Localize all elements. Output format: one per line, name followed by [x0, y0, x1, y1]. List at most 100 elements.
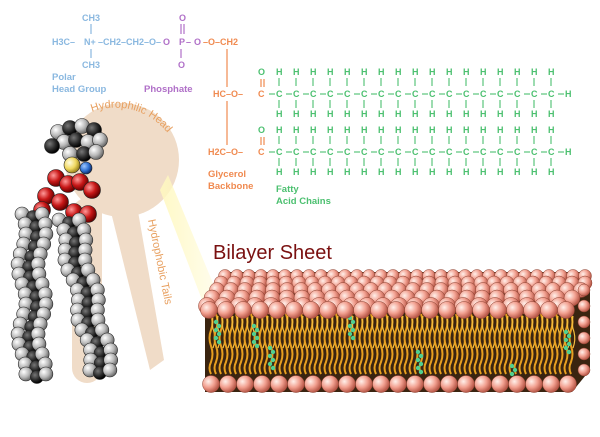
chain-hydrogen: H: [548, 125, 555, 135]
lipid-head: [577, 363, 591, 377]
chain-carbon: C: [344, 147, 351, 157]
ch3-top: CH3: [82, 13, 100, 23]
lipid-head: [338, 375, 356, 393]
chain-carbon: C: [497, 89, 504, 99]
chain-hydrogen: H: [429, 167, 436, 177]
cholesterol-bead: [270, 365, 276, 371]
chain-hydrogen: H: [429, 67, 436, 77]
lipid-head: [577, 347, 591, 361]
lipid-head: [234, 301, 252, 319]
chain-hydrogen: H: [497, 167, 504, 177]
cholesterol-bead: [415, 349, 421, 355]
terminal-hydrogen: H: [565, 89, 572, 99]
lipid-head: [523, 301, 541, 319]
chain-carbon: C: [446, 89, 453, 99]
chain-hydrogen: H: [293, 167, 300, 177]
chain-hydrogen: H: [497, 109, 504, 119]
chain-hydrogen: H: [276, 67, 283, 77]
chain-carbon: C: [531, 147, 538, 157]
chain-carbon: C: [276, 89, 283, 99]
cholesterol-bead: [350, 319, 356, 325]
cholesterol-bead: [566, 349, 572, 355]
cholesterol-bead: [415, 365, 421, 371]
lipid-head: [489, 301, 507, 319]
lipid-head: [455, 301, 473, 319]
chain-hydrogen: H: [327, 109, 334, 119]
carbonyl-carbon: C: [258, 89, 265, 99]
lipid-head: [423, 375, 441, 393]
chain-hydrogen: H: [395, 125, 402, 135]
chain-hydrogen: H: [327, 67, 334, 77]
cholesterol-bead: [563, 337, 569, 343]
chain-hydrogen: H: [395, 67, 402, 77]
cholesterol-bead: [509, 363, 515, 369]
hydrogen-atom: [88, 144, 104, 160]
lipid-head: [236, 375, 254, 393]
lipid-head: [217, 301, 235, 319]
lipid-head: [355, 375, 373, 393]
chain-hydrogen: H: [310, 125, 317, 135]
carbon-atom: [44, 138, 60, 154]
lipid-head: [472, 301, 490, 319]
chain-hydrogen: H: [514, 67, 521, 77]
svg-text:O: O: [163, 37, 170, 47]
lipid-head: [421, 301, 439, 319]
lipid-head: [321, 375, 339, 393]
lipid-head: [542, 375, 560, 393]
h3c: H3C–: [52, 37, 75, 47]
chain-hydrogen: H: [412, 67, 419, 77]
lipid-head: [577, 331, 591, 345]
chain-hydrogen: H: [361, 109, 368, 119]
chain-hydrogen: H: [480, 67, 487, 77]
lipid-head: [506, 301, 524, 319]
chain-hydrogen: H: [361, 125, 368, 135]
chain-hydrogen: H: [497, 67, 504, 77]
chain-carbon: C: [548, 147, 555, 157]
cholesterol-bead: [216, 331, 222, 337]
lipid-head: [577, 299, 591, 313]
cholesterol-bead: [254, 335, 260, 341]
chain-hydrogen: H: [412, 125, 419, 135]
cholesterol-bead: [267, 353, 273, 359]
cholesterol-bead: [251, 331, 257, 337]
cholesterol-bead: [418, 361, 424, 367]
lipid-head: [219, 375, 237, 393]
chain-hydrogen: H: [480, 125, 487, 135]
cholesterol-bead: [347, 323, 353, 329]
chain-hydrogen: H: [429, 125, 436, 135]
glycerol-formula: –O–CH2 HC–O– H2C–O–: [203, 37, 243, 157]
lipid-head: [353, 301, 371, 319]
chain-carbon: C: [514, 89, 521, 99]
lipid-head: [285, 301, 303, 319]
lipid-head: [438, 301, 456, 319]
lipid-head: [319, 301, 337, 319]
glycerol-label-1: Glycerol: [208, 169, 246, 180]
lipid-head: [474, 375, 492, 393]
lipid-head: [557, 301, 575, 319]
cholesterol-bead: [347, 331, 353, 337]
bilayer-sheet-icon: [198, 269, 593, 393]
lipid-head: [525, 375, 543, 393]
chain-hydrogen: H: [344, 167, 351, 177]
chain-hydrogen: H: [378, 109, 385, 119]
nitrogen-atom: [79, 161, 93, 175]
cholesterol-bead: [350, 335, 356, 341]
lipid-head: [540, 301, 558, 319]
cholesterol-bead: [566, 341, 572, 347]
polar-head-formula: CH3 H3C– N+ –CH2–CH2–O– CH3: [52, 13, 161, 70]
svg-text:H2C–O–: H2C–O–: [208, 147, 243, 157]
cholesterol-bead: [216, 323, 222, 329]
lipid-head: [336, 301, 354, 319]
lipid-head: [202, 375, 220, 393]
chain-carbon: C: [395, 147, 402, 157]
chain-hydrogen: H: [412, 109, 419, 119]
chain-hydrogen: H: [395, 167, 402, 177]
chain-hydrogen: H: [463, 167, 470, 177]
chain-hydrogen: H: [327, 167, 334, 177]
chain-hydrogen: H: [446, 167, 453, 177]
lipid-head: [406, 375, 424, 393]
glycerol-label-2: Backbone: [208, 181, 253, 192]
cholesterol-bead: [213, 327, 219, 333]
